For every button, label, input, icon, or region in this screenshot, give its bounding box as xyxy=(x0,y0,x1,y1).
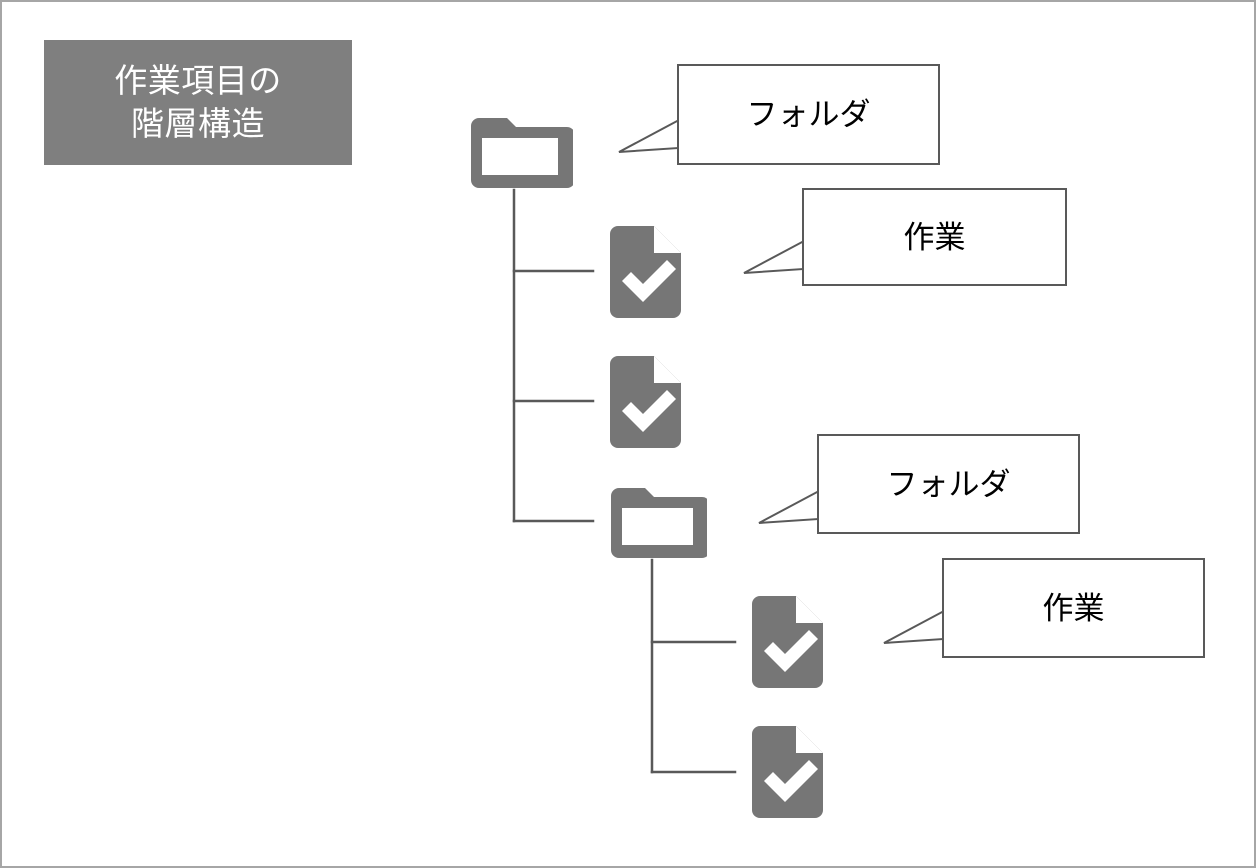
callout-folder-root[interactable]: フォルダ xyxy=(677,64,940,165)
node-root-folder[interactable] xyxy=(465,112,573,188)
folder-icon xyxy=(471,118,573,188)
node-task-3[interactable] xyxy=(747,594,827,688)
callout-label: フォルダ xyxy=(746,97,871,132)
callout-label: 作業 xyxy=(903,219,966,255)
task-check-icon xyxy=(610,356,681,448)
task-check-icon xyxy=(752,726,823,818)
callout-tail-task-bottom xyxy=(883,609,945,644)
node-sub-folder[interactable] xyxy=(606,482,707,558)
callout-label: 作業 xyxy=(1042,590,1105,626)
title-line-1: 作業項目の xyxy=(114,62,282,100)
folder-icon xyxy=(611,488,707,558)
task-check-icon xyxy=(610,226,681,318)
callout-task-top[interactable]: 作業 xyxy=(802,188,1067,286)
task-check-icon xyxy=(752,596,823,688)
callout-label: フォルダ xyxy=(886,466,1011,502)
node-task-2[interactable] xyxy=(605,354,685,448)
callout-task-bottom[interactable]: 作業 xyxy=(942,558,1205,658)
node-task-1[interactable] xyxy=(605,224,685,318)
node-task-4[interactable] xyxy=(747,724,827,818)
callout-tail-task-top xyxy=(743,239,805,274)
callout-tail-folder-sub xyxy=(758,489,820,524)
title-line-2: 階層構造 xyxy=(131,104,265,142)
title-box: 作業項目の 階層構造 xyxy=(44,40,352,165)
callout-tail-folder-root xyxy=(618,118,680,153)
callout-folder-sub[interactable]: フォルダ xyxy=(817,434,1080,534)
